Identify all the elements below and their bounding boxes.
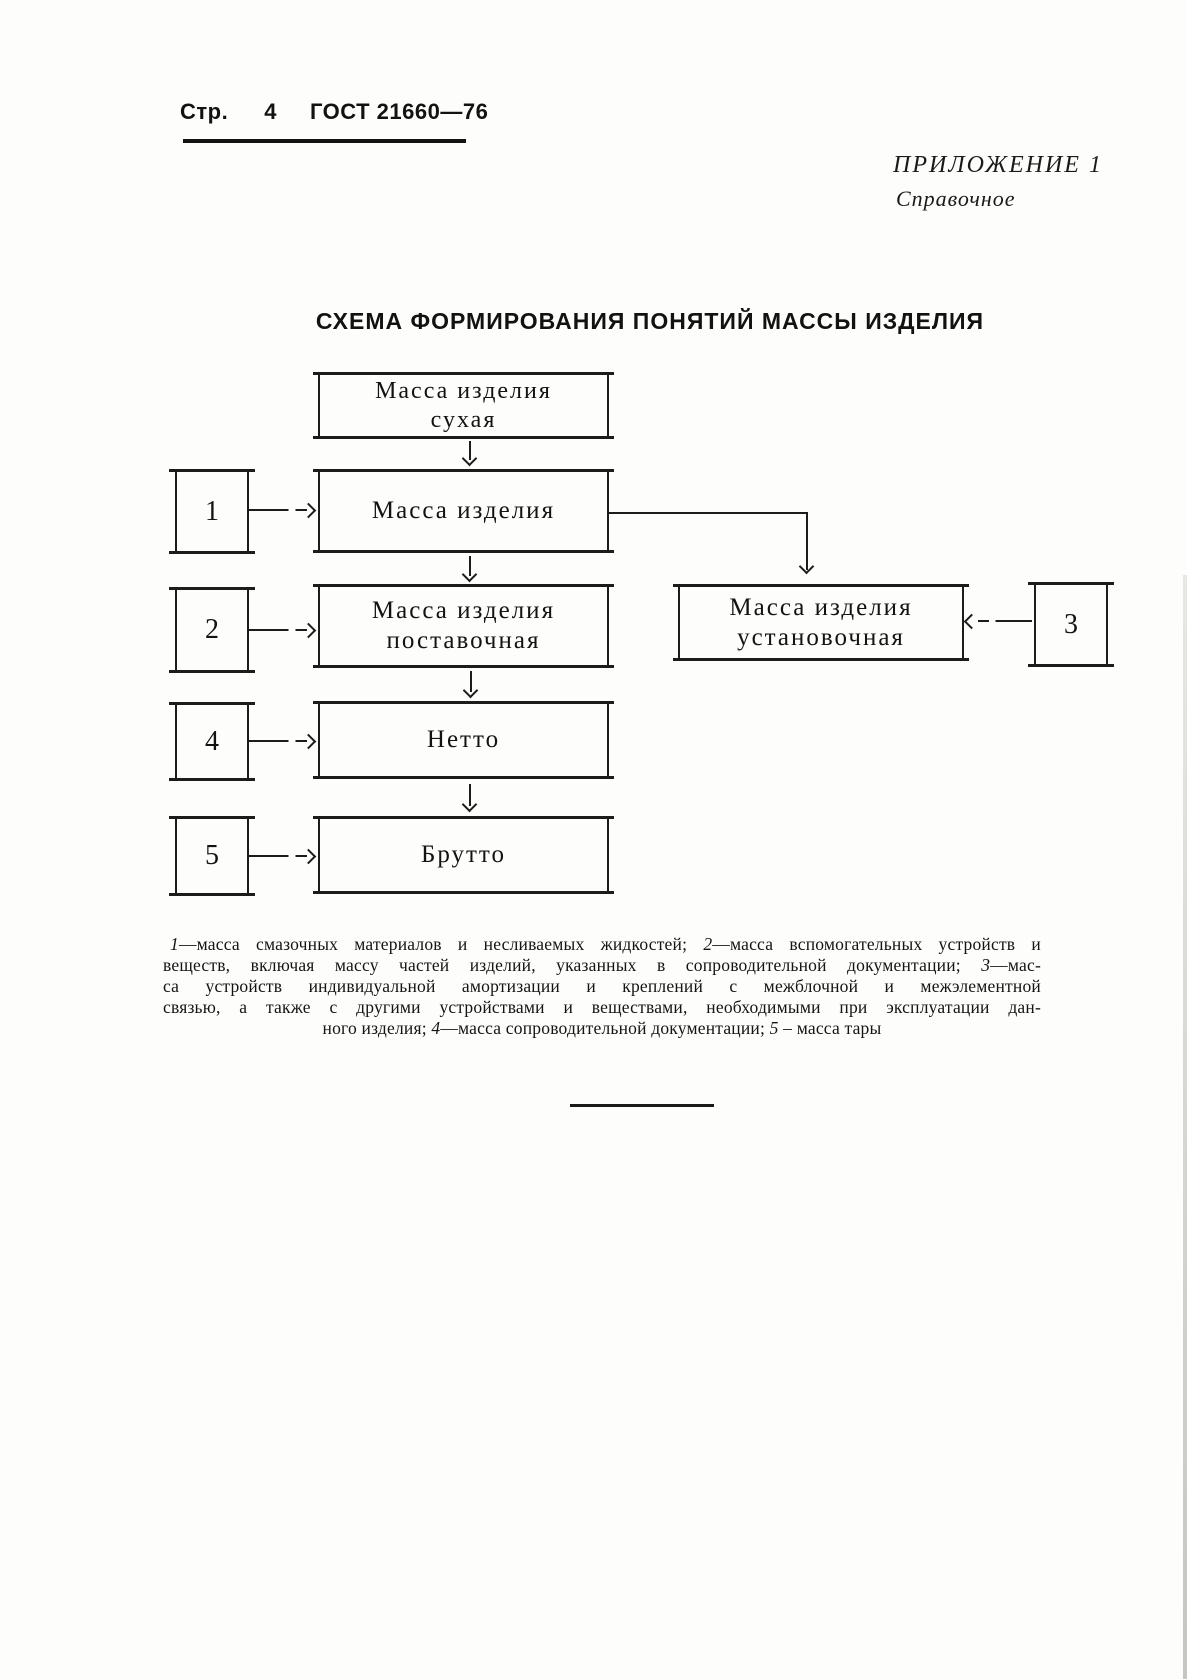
annex-title: ПРИЛОЖЕНИЕ 1 xyxy=(893,152,1103,178)
arrowhead-down-icon xyxy=(461,796,478,813)
flow-box-dry-mass: Масса изделия сухая xyxy=(313,372,614,439)
arrowhead-left-icon xyxy=(963,613,980,630)
arrowhead-right-icon xyxy=(300,502,317,519)
ref-box-4: 4 xyxy=(169,702,255,781)
flow-box-label: Масса изделия xyxy=(729,593,913,621)
ref-number: 1 xyxy=(205,495,219,527)
flow-box-label: сухая xyxy=(430,406,497,433)
flow-box-label: поставочная xyxy=(386,627,541,654)
arrow-ref4-to-net xyxy=(249,740,307,743)
arrow-delivery-to-net xyxy=(470,671,473,692)
ref-number: 4 xyxy=(205,725,219,757)
ref-box-3: 3 xyxy=(1028,582,1114,667)
flow-box-label: установочная xyxy=(737,623,905,651)
flow-box-label: Брутто xyxy=(420,841,507,868)
flow-box-delivery-mass: Масса изделия поставочная xyxy=(313,584,614,668)
scan-edge-artifact xyxy=(1183,575,1187,1679)
document-number: ГОСТ 21660—76 xyxy=(309,99,489,124)
arrow-ref2-to-delivery xyxy=(249,629,307,632)
arrowhead-down-icon xyxy=(461,450,478,467)
annex-subtitle: Справочное xyxy=(896,186,1016,211)
ref-number: 2 xyxy=(205,614,219,645)
flow-box-net: Нетто xyxy=(313,701,614,779)
arrowhead-down-icon xyxy=(461,566,478,583)
page-label: Стр. xyxy=(180,99,229,124)
footnote-line: связью, а также с другими устройствами и… xyxy=(163,997,1041,1017)
arrow-dry-to-mass xyxy=(469,441,472,460)
connector-mass-to-installation-horizontal xyxy=(607,512,808,515)
ref-box-5: 5 xyxy=(169,816,255,896)
annex-block: ПРИЛОЖЕНИЕ 1 Справочное xyxy=(893,152,1103,212)
arrow-net-to-gross xyxy=(469,784,472,806)
flow-box-installation-mass: Масса изделия установочная xyxy=(673,584,969,661)
footnote-line: веществ, включая массу частей изделий, у… xyxy=(163,955,1041,975)
flow-box-label: Масса изделия xyxy=(375,377,552,404)
connector-mass-to-installation-vertical xyxy=(806,512,809,570)
arrowhead-right-icon xyxy=(300,733,317,750)
arrow-ref1-to-mass xyxy=(249,509,307,512)
arrow-mass-to-delivery xyxy=(469,556,472,576)
ref-box-2: 2 xyxy=(169,587,255,673)
ref-number: 3 xyxy=(1064,608,1078,640)
ref-box-1: 1 xyxy=(169,469,255,554)
arrowhead-down-icon xyxy=(462,682,479,699)
arrow-ref3-to-installation xyxy=(978,620,1032,623)
page-header: Стр. 4 ГОСТ 21660—76 xyxy=(180,99,488,125)
page-number: 4 xyxy=(264,99,277,124)
flow-box-gross: Брутто xyxy=(313,816,614,894)
header-rule xyxy=(183,139,466,143)
flow-box-label: Масса изделия xyxy=(371,597,556,624)
footer-rule xyxy=(570,1104,714,1107)
arrow-ref5-to-gross xyxy=(249,855,307,858)
arrowhead-down-icon xyxy=(798,558,815,575)
arrowhead-right-icon xyxy=(300,622,317,639)
flow-box-product-mass: Масса изделия xyxy=(313,469,614,553)
footnote-line: 1—масса смазочных материалов и несливаем… xyxy=(170,934,1041,954)
ref-number: 5 xyxy=(205,840,219,871)
footnote-line: ного изделия; 4—масса сопроводительной д… xyxy=(322,1018,882,1038)
footnote-line: са устройств индивидуальной амортизации … xyxy=(163,976,1041,996)
flow-box-label: Нетто xyxy=(426,726,501,753)
arrowhead-right-icon xyxy=(300,848,317,865)
diagram-title: СХЕМА ФОРМИРОВАНИЯ ПОНЯТИЙ МАССЫ ИЗДЕЛИЯ xyxy=(315,308,985,334)
flow-box-label: Масса изделия xyxy=(371,497,556,524)
footnote-legend: 1—масса смазочных материалов и несливаем… xyxy=(163,934,1041,1039)
